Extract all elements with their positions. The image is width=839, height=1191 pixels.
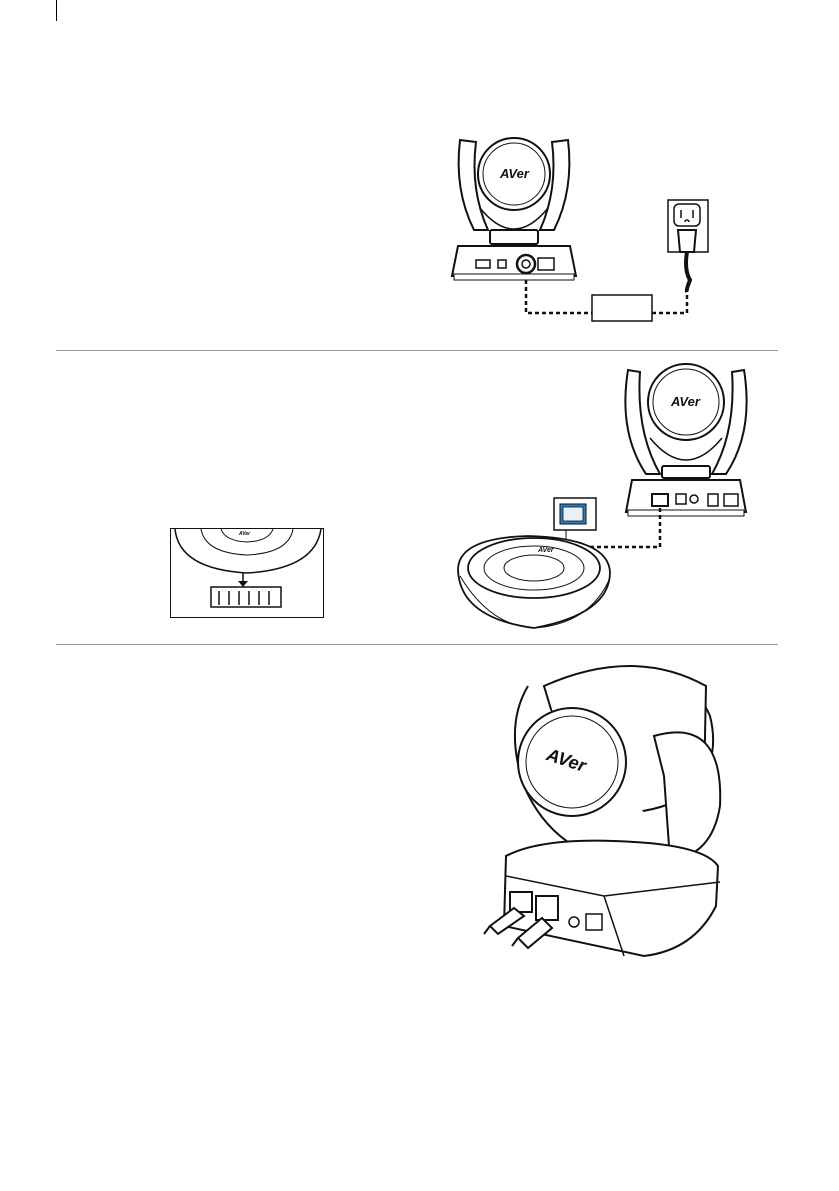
camera-icon: [625, 364, 746, 516]
speakerphone-camera-figure: AVer AVer: [450, 362, 760, 632]
speakerphone-icon: [458, 536, 610, 628]
rj45-port-icon: [554, 498, 596, 540]
crop-mark: [56, 0, 57, 21]
speakerphone-logo: AVer: [537, 547, 555, 554]
camera-logo: AVer: [499, 166, 530, 181]
clip-removal-icon: AVer: [171, 529, 323, 617]
power-connection-figure: AVer: [440, 130, 740, 330]
power-adapter-icon: [592, 295, 652, 321]
camera-logo: AVer: [670, 394, 701, 409]
section-divider: [56, 644, 778, 645]
camera-cables-figure: AVer: [484, 656, 728, 966]
power-outlet-icon: [668, 200, 708, 292]
inset-logo: AVer: [238, 531, 251, 537]
arrow-down-icon: [238, 573, 248, 587]
section-divider: [56, 350, 778, 351]
clip-removal-inset: AVer: [170, 528, 324, 618]
camera-icon: [452, 138, 576, 280]
